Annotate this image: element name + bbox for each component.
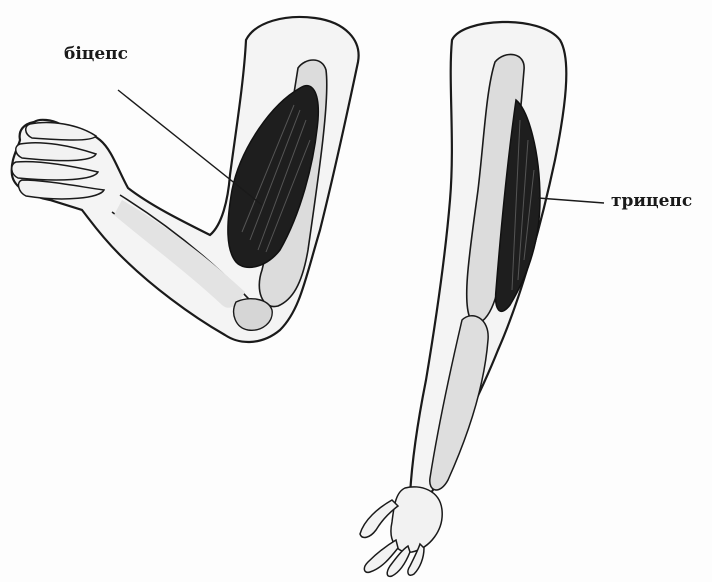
biceps-label: біцепс [64, 44, 128, 64]
triceps-label: трицепс [611, 191, 692, 211]
finger-1 [26, 123, 96, 141]
elbow-joint [234, 299, 273, 331]
bent-arm [12, 17, 359, 342]
triceps-leader-line [538, 198, 604, 203]
right-hand [360, 487, 442, 577]
straight-arm [360, 22, 566, 576]
palm [391, 487, 442, 552]
